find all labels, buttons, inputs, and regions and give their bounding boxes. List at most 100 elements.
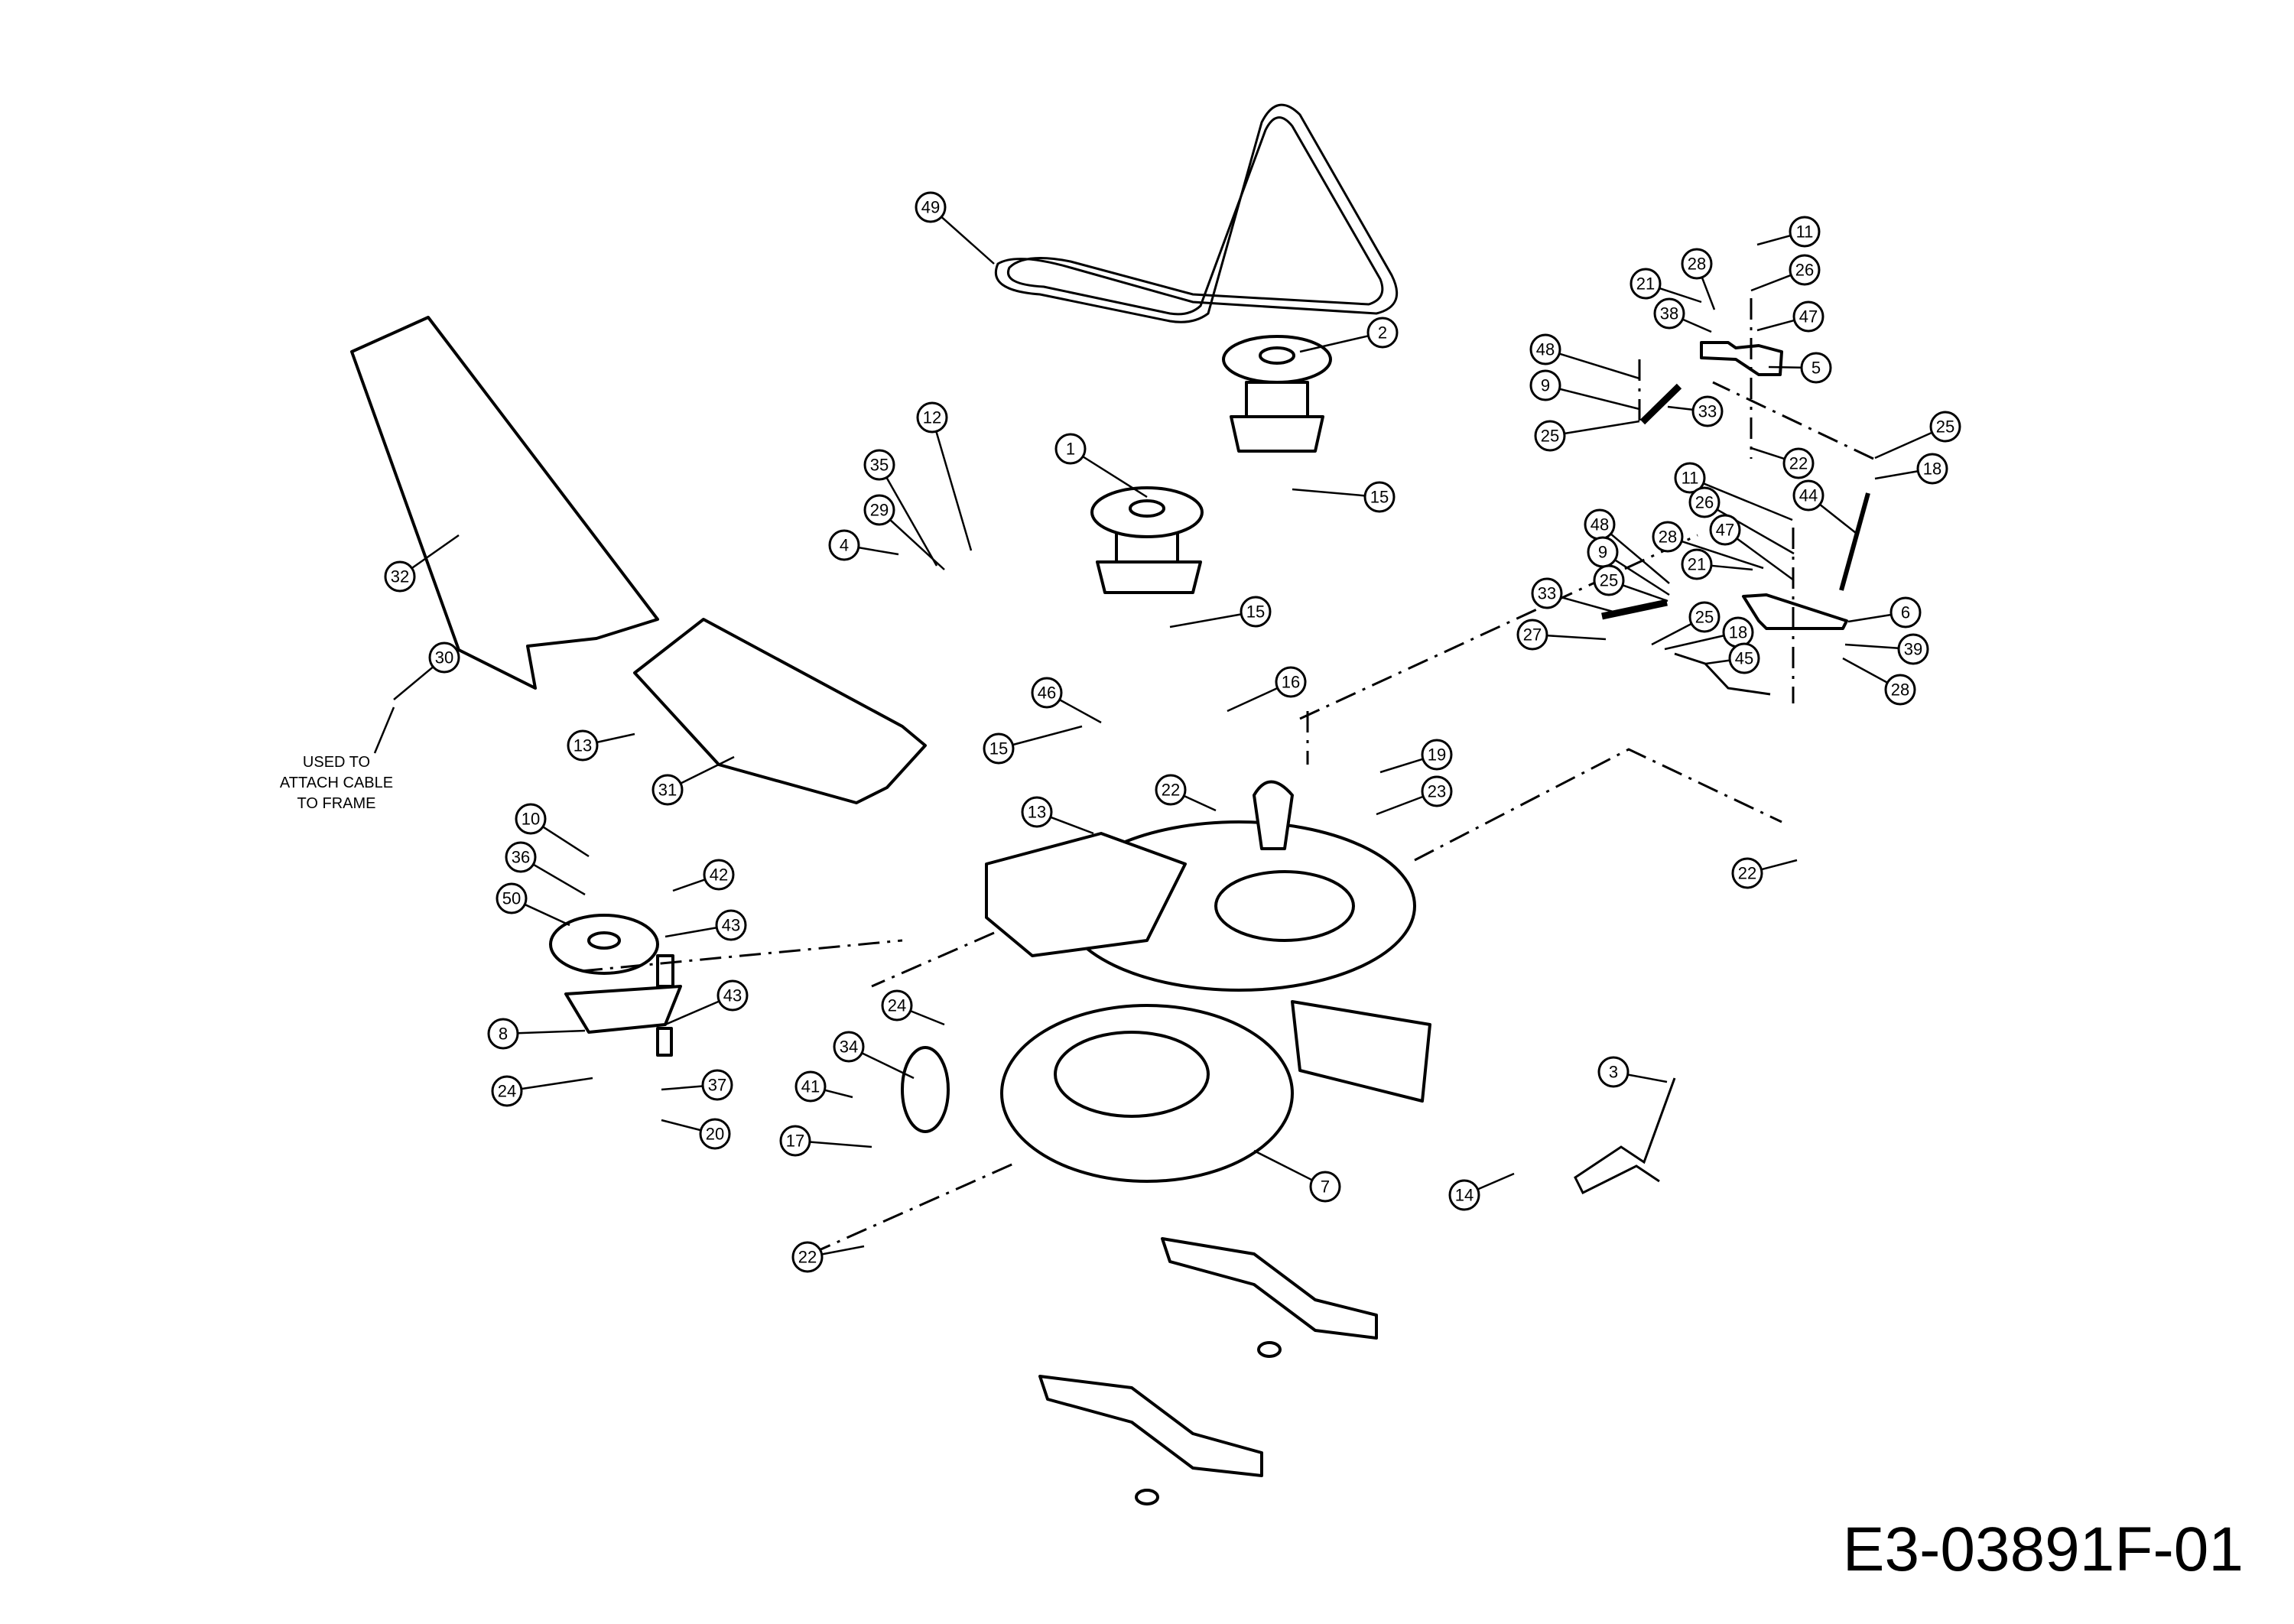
leader-line — [1253, 1149, 1313, 1181]
callout-43: 43 — [715, 909, 747, 941]
callout-circle — [1709, 514, 1741, 546]
callout-circle — [1363, 481, 1396, 513]
leader-line — [1614, 559, 1670, 596]
rod-44 — [1839, 492, 1870, 591]
leader-line — [1610, 533, 1670, 584]
leader-line — [889, 518, 945, 570]
callout-number: 10 — [522, 810, 540, 829]
callout-26: 26 — [1688, 486, 1720, 518]
leader-line — [1736, 538, 1795, 582]
callout-22: 22 — [1155, 774, 1187, 806]
callout-number: 25 — [1541, 427, 1559, 446]
assembly-line — [580, 298, 1874, 1255]
callout-18: 18 — [1916, 453, 1948, 485]
note-leader — [373, 706, 395, 754]
leader-line — [1750, 274, 1792, 292]
callout-number: 7 — [1321, 1177, 1330, 1197]
callout-number: 4 — [840, 536, 849, 555]
leader-line — [1050, 816, 1094, 835]
callout-number: 26 — [1695, 493, 1714, 512]
leader-line — [1477, 1172, 1515, 1190]
callout-number: 9 — [1598, 543, 1607, 562]
callout-number: 30 — [435, 648, 453, 667]
callout-circle — [715, 909, 747, 941]
callout-20: 20 — [699, 1118, 731, 1150]
leader-line — [1012, 725, 1083, 746]
callout-circle — [1688, 486, 1720, 518]
callout-circle — [699, 1118, 731, 1150]
callout-21: 21 — [1630, 268, 1662, 300]
callout-number: 22 — [1738, 864, 1756, 883]
callout-18: 18 — [1722, 616, 1754, 648]
callout-circle — [496, 882, 528, 914]
callout-number: 37 — [708, 1076, 726, 1095]
leader-line — [524, 903, 570, 927]
callout-4: 4 — [828, 529, 860, 561]
drawing-code: E3-03891F-01 — [1842, 1515, 2244, 1584]
callout-24: 24 — [881, 989, 913, 1021]
callout-42: 42 — [703, 859, 735, 891]
callout-circle — [916, 401, 948, 434]
callout-12: 12 — [916, 401, 948, 434]
leader-line — [664, 927, 717, 938]
gauge-wheel-34 — [901, 1046, 950, 1133]
callout-circle — [1728, 642, 1760, 674]
callout-number: 50 — [502, 889, 521, 908]
leader-line — [1622, 584, 1669, 603]
callout-circle — [1309, 1171, 1341, 1203]
callout-28: 28 — [1681, 248, 1713, 280]
callout-number: 21 — [1636, 274, 1655, 294]
callout-circle — [794, 1070, 827, 1103]
callout-circle — [651, 774, 684, 806]
callout-number: 38 — [1660, 304, 1678, 323]
leader-line — [1756, 234, 1792, 246]
callout-29: 29 — [863, 494, 895, 526]
leader-line — [1711, 564, 1753, 571]
leader-line — [1761, 859, 1798, 871]
callout-13: 13 — [567, 729, 599, 762]
callout-number: 25 — [1695, 608, 1714, 627]
callout-circle — [1054, 433, 1087, 465]
callout-41: 41 — [794, 1070, 827, 1103]
leader-line — [1627, 1073, 1668, 1083]
callout-number: 45 — [1735, 649, 1753, 668]
leader-line — [1651, 622, 1692, 646]
callout-15: 15 — [1240, 596, 1272, 628]
spring-33 — [1601, 599, 1668, 620]
callout-30: 30 — [428, 641, 460, 674]
callout-19: 19 — [1421, 739, 1453, 771]
callout-number: 11 — [1796, 222, 1814, 242]
callout-circle — [1731, 857, 1763, 889]
callout-circle — [703, 859, 735, 891]
callout-14: 14 — [1448, 1179, 1480, 1211]
callout-number: 6 — [1901, 603, 1910, 622]
callout-number: 44 — [1799, 486, 1818, 505]
callout-10: 10 — [515, 803, 547, 835]
callout-number: 41 — [801, 1077, 820, 1096]
callout-number: 39 — [1904, 640, 1922, 659]
leader-line — [858, 546, 899, 556]
callout-11: 11 — [1789, 216, 1821, 248]
leader-line — [661, 1085, 703, 1091]
callout-23: 23 — [1421, 775, 1453, 807]
leader-line — [1169, 613, 1242, 628]
callout-number: 25 — [1936, 417, 1954, 437]
callout-number: 28 — [1659, 528, 1677, 547]
leader-line — [809, 1141, 872, 1148]
blade-nut — [1135, 1489, 1159, 1505]
belt-49-inner — [1007, 116, 1384, 316]
callout-13: 13 — [1021, 796, 1053, 828]
callout-number: 28 — [1891, 680, 1909, 700]
callout-44: 44 — [1792, 479, 1824, 512]
callout-9: 9 — [1529, 369, 1561, 401]
callout-number: 34 — [840, 1038, 858, 1057]
leader-line — [532, 863, 586, 896]
callout-5: 5 — [1800, 352, 1832, 384]
callout-2: 2 — [1366, 317, 1399, 349]
blade-nut — [1257, 1341, 1282, 1358]
callout-number: 48 — [1536, 340, 1555, 359]
callout-circle — [1792, 300, 1824, 333]
callout-22: 22 — [791, 1241, 824, 1273]
callout-22: 22 — [1731, 857, 1763, 889]
callout-50: 50 — [496, 882, 528, 914]
